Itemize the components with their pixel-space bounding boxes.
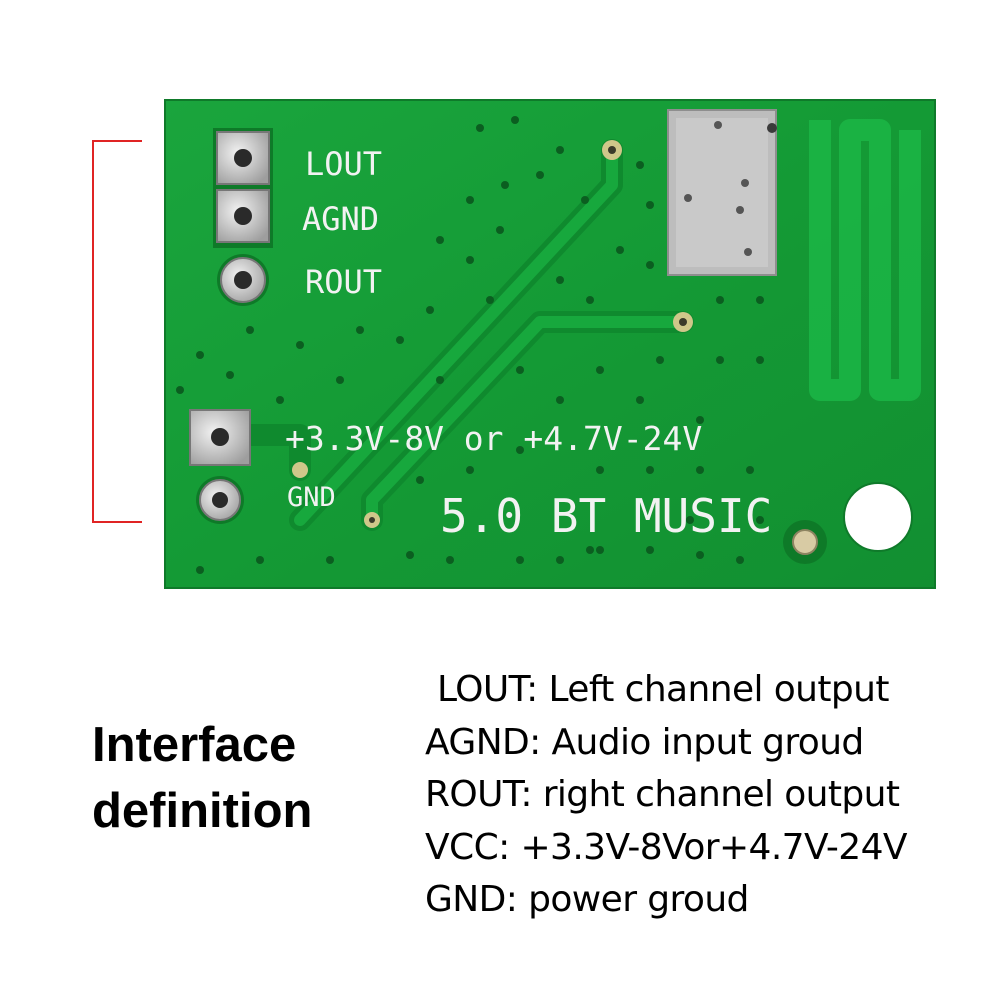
via-hole (436, 376, 444, 384)
via-hole (756, 356, 764, 364)
via-hole (511, 116, 519, 124)
pcb-photo: LOUT AGND ROUT +3.3V-8V or +4.7V-24V GND… (164, 99, 936, 589)
via-hole (596, 546, 604, 554)
pin-group-bracket (92, 140, 142, 523)
via-hole (756, 296, 764, 304)
definition-vcc: VCC: +3.3V-8Vor+4.7V-24V (425, 826, 908, 868)
via-hole (646, 546, 654, 554)
trace-vcc (219, 424, 311, 481)
power-pins (189, 409, 251, 524)
definition-rout: ROUT: right channel output (425, 774, 900, 815)
silk-model: 5.0 BT MUSIC (440, 489, 772, 543)
via-hole (716, 356, 724, 364)
via-hole (586, 296, 594, 304)
via-hole (496, 226, 504, 234)
definition-lout: LOUT: Left channel output (437, 669, 889, 710)
via-hole (596, 366, 604, 374)
via-hole (466, 256, 474, 264)
via-hole (336, 376, 344, 384)
silk-gnd: GND (287, 482, 336, 513)
via-hole (446, 556, 454, 564)
via-hole (516, 556, 524, 564)
via-holes (176, 116, 764, 574)
via-hole (196, 566, 204, 574)
silk-voltage: +3.3V-8V or +4.7V-24V (285, 419, 702, 458)
via-hole (696, 551, 704, 559)
via-hole (636, 396, 644, 404)
via-hole (226, 371, 234, 379)
interface-definitions: LOUT: Left channel output AGND: Audio in… (425, 664, 985, 927)
via-hole (176, 386, 184, 394)
via-hole (416, 476, 424, 484)
via-hole (466, 196, 474, 204)
via-hole (746, 466, 754, 474)
definition-gnd: GND: power groud (425, 879, 749, 920)
via-hole (356, 326, 364, 334)
via-hole (406, 551, 414, 559)
caption-title-line2: definition (92, 784, 313, 838)
via-hole (556, 146, 564, 154)
silk-agnd: AGND (302, 200, 379, 238)
via-hole (616, 246, 624, 254)
via-hole (256, 556, 264, 564)
via-hole (396, 336, 404, 344)
via-hole (556, 396, 564, 404)
antenna-trace (809, 119, 921, 401)
via-hole (466, 466, 474, 474)
caption-title-line1: Interface (92, 718, 297, 772)
silk-rout: ROUT (305, 263, 382, 301)
via-hole (696, 466, 704, 474)
via-hole (501, 181, 509, 189)
via-hole (656, 356, 664, 364)
via-hole (326, 556, 334, 564)
via-hole (586, 546, 594, 554)
via-hole (646, 261, 654, 269)
via-hole (556, 276, 564, 284)
via-hole (486, 296, 494, 304)
via-hole (581, 196, 589, 204)
pcb-board (165, 100, 935, 588)
via-hole (536, 171, 544, 179)
via-hole (516, 366, 524, 374)
silk-lout: LOUT (305, 145, 382, 183)
via-hole (636, 161, 644, 169)
via-hole (646, 466, 654, 474)
via-hole (246, 326, 254, 334)
via-hole (596, 466, 604, 474)
via-hole (476, 124, 484, 132)
via-hole (696, 416, 704, 424)
via-hole (436, 236, 444, 244)
via-hole (516, 446, 524, 454)
via-hole (296, 341, 304, 349)
header-pins (213, 128, 273, 306)
via-hole (756, 516, 764, 524)
via-hole (646, 201, 654, 209)
via-hole (556, 556, 564, 564)
definition-agnd: AGND: Audio input groud (425, 721, 864, 763)
via-hole (196, 351, 204, 359)
mounting-hole (843, 482, 913, 552)
via-hole (686, 516, 694, 524)
via-hole (426, 306, 434, 314)
caption-title: Interface definition (92, 712, 392, 844)
via-hole (276, 396, 284, 404)
rf-shield-pad (667, 109, 777, 276)
via-hole (716, 296, 724, 304)
via-hole (736, 556, 744, 564)
